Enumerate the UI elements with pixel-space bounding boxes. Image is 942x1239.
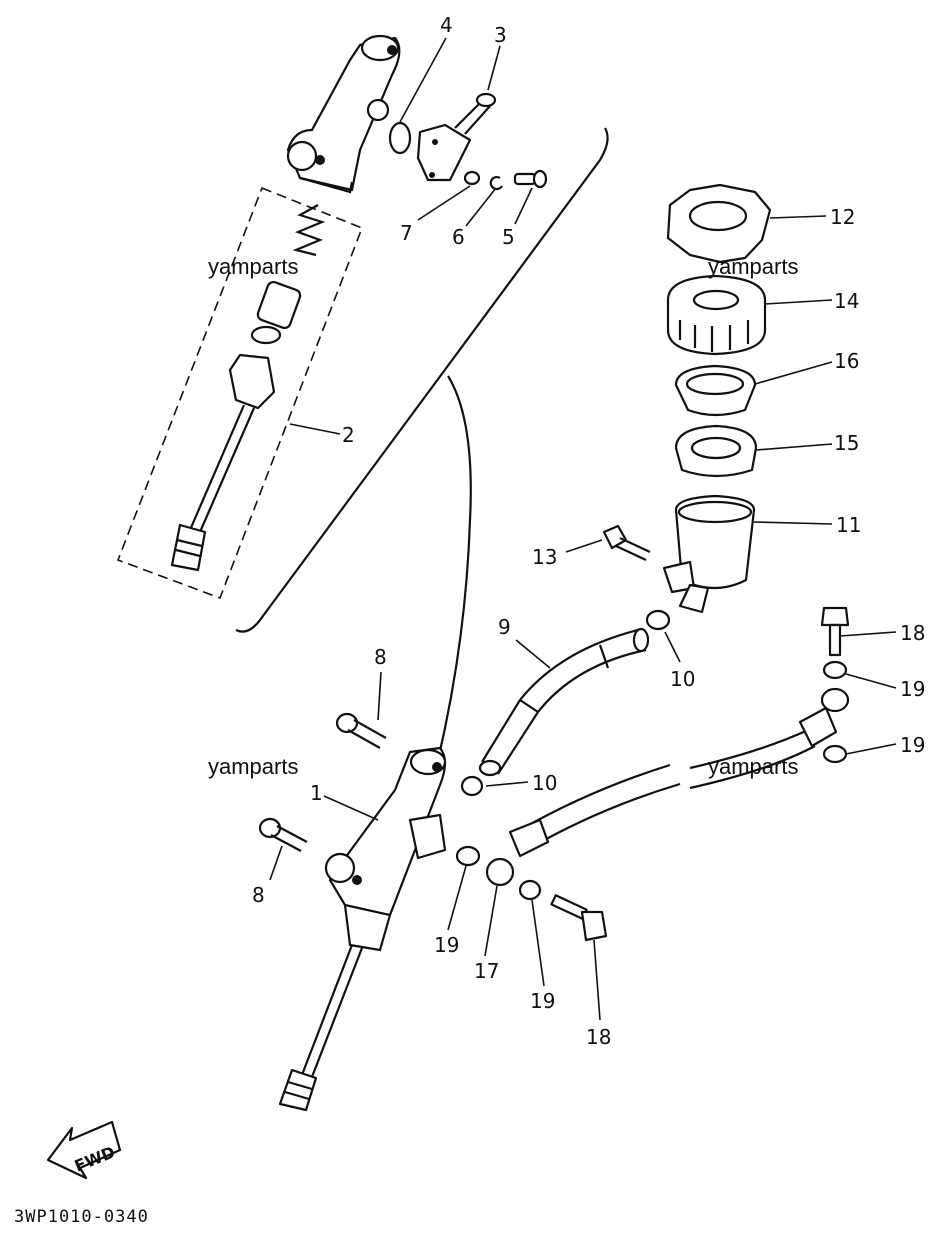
callout-7: 7 (400, 221, 413, 245)
screw-part-13 (602, 524, 651, 561)
callout-19-b: 19 (900, 733, 925, 757)
clip-part-6 (489, 175, 503, 191)
callout-labels: 4 3 7 6 5 2 12 14 16 15 11 13 9 10 18 19… (252, 13, 925, 1049)
reservoir-hose (478, 627, 650, 777)
o-ring-part (388, 121, 412, 155)
reservoir-cap-guard (666, 183, 772, 264)
bolt-part-8-lower (258, 817, 308, 852)
callout-2: 2 (342, 423, 355, 447)
brake-hose (485, 687, 850, 887)
clevis-part (416, 92, 497, 182)
callout-15: 15 (834, 431, 859, 455)
callout-19-a: 19 (900, 677, 925, 701)
reservoir-diaphragm (674, 424, 758, 478)
bolt-part-8-upper (335, 712, 387, 749)
callout-5: 5 (502, 225, 515, 249)
leader-lines (269, 37, 897, 1021)
callout-13: 13 (532, 545, 557, 569)
callout-9: 9 (498, 615, 511, 639)
drawing-code: 3WP1010-0340 (14, 1207, 149, 1227)
callout-19-d: 19 (530, 989, 555, 1013)
washer-19-b (518, 879, 542, 901)
upper-cylinder-body (286, 34, 401, 194)
banjo-bolt-18-upper (820, 606, 850, 657)
callout-14: 14 (834, 289, 859, 313)
callout-1: 1 (310, 781, 323, 805)
reservoir-plate (674, 364, 757, 417)
pushrod-assembly (170, 353, 276, 572)
callout-17: 17 (474, 959, 499, 983)
hose-clamp-lower (460, 775, 484, 797)
washer-part-7 (463, 170, 481, 186)
callout-10-lower: 10 (532, 771, 557, 795)
callout-10-upper: 10 (670, 667, 695, 691)
kit-boundary-box (116, 186, 364, 600)
pin-part-5 (513, 169, 548, 189)
callout-16: 16 (834, 349, 859, 373)
master-cylinder (278, 746, 447, 1112)
frame-curve-line (436, 375, 472, 761)
reservoir-tank (662, 494, 756, 614)
callout-11: 11 (836, 513, 861, 537)
reservoir-cap (666, 274, 767, 356)
washer-19-c (822, 660, 848, 680)
washer-19-a (455, 845, 481, 867)
fwd-direction-arrow: FWD (46, 1120, 122, 1180)
washer-19-d (822, 744, 848, 764)
piston-cup (250, 280, 302, 345)
callout-12: 12 (830, 205, 855, 229)
watermark-bottom-right: yamparts (708, 754, 798, 779)
watermark-top-left: yamparts (208, 254, 298, 279)
callout-6: 6 (452, 225, 465, 249)
watermark-bottom-left: yamparts (208, 754, 298, 779)
callout-18-upper: 18 (900, 621, 925, 645)
banjo-bolt-18-lower (550, 894, 608, 942)
hose-clamp-upper (645, 609, 671, 631)
watermark-top-right: yamparts (708, 254, 798, 279)
spring-part (292, 204, 326, 257)
callout-4: 4 (440, 13, 453, 37)
callout-18-lower: 18 (586, 1025, 611, 1049)
callout-8-lower: 8 (252, 883, 265, 907)
watermarks: yamparts yamparts yamparts yamparts (208, 254, 798, 779)
callout-8-upper: 8 (374, 645, 387, 669)
callout-19-c: 19 (434, 933, 459, 957)
frame-outline (235, 127, 609, 633)
callout-3: 3 (494, 23, 507, 47)
